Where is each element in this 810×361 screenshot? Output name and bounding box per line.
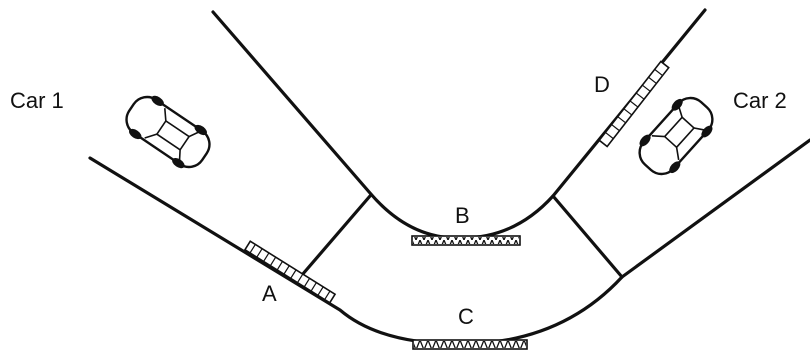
- point-b-label: B: [455, 205, 470, 227]
- point-d-label: D: [594, 74, 610, 96]
- pad-b: [412, 236, 520, 245]
- right-connector-line: [553, 196, 622, 277]
- car-2-icon: [630, 89, 722, 184]
- car-1-label: Car 1: [10, 90, 64, 112]
- point-a-label: A: [262, 283, 277, 305]
- point-c-label: C: [458, 306, 474, 328]
- left-connector-line: [302, 196, 370, 275]
- car-2-label: Car 2: [733, 90, 787, 112]
- car-1-icon: [118, 87, 218, 176]
- pad-c: [413, 340, 527, 349]
